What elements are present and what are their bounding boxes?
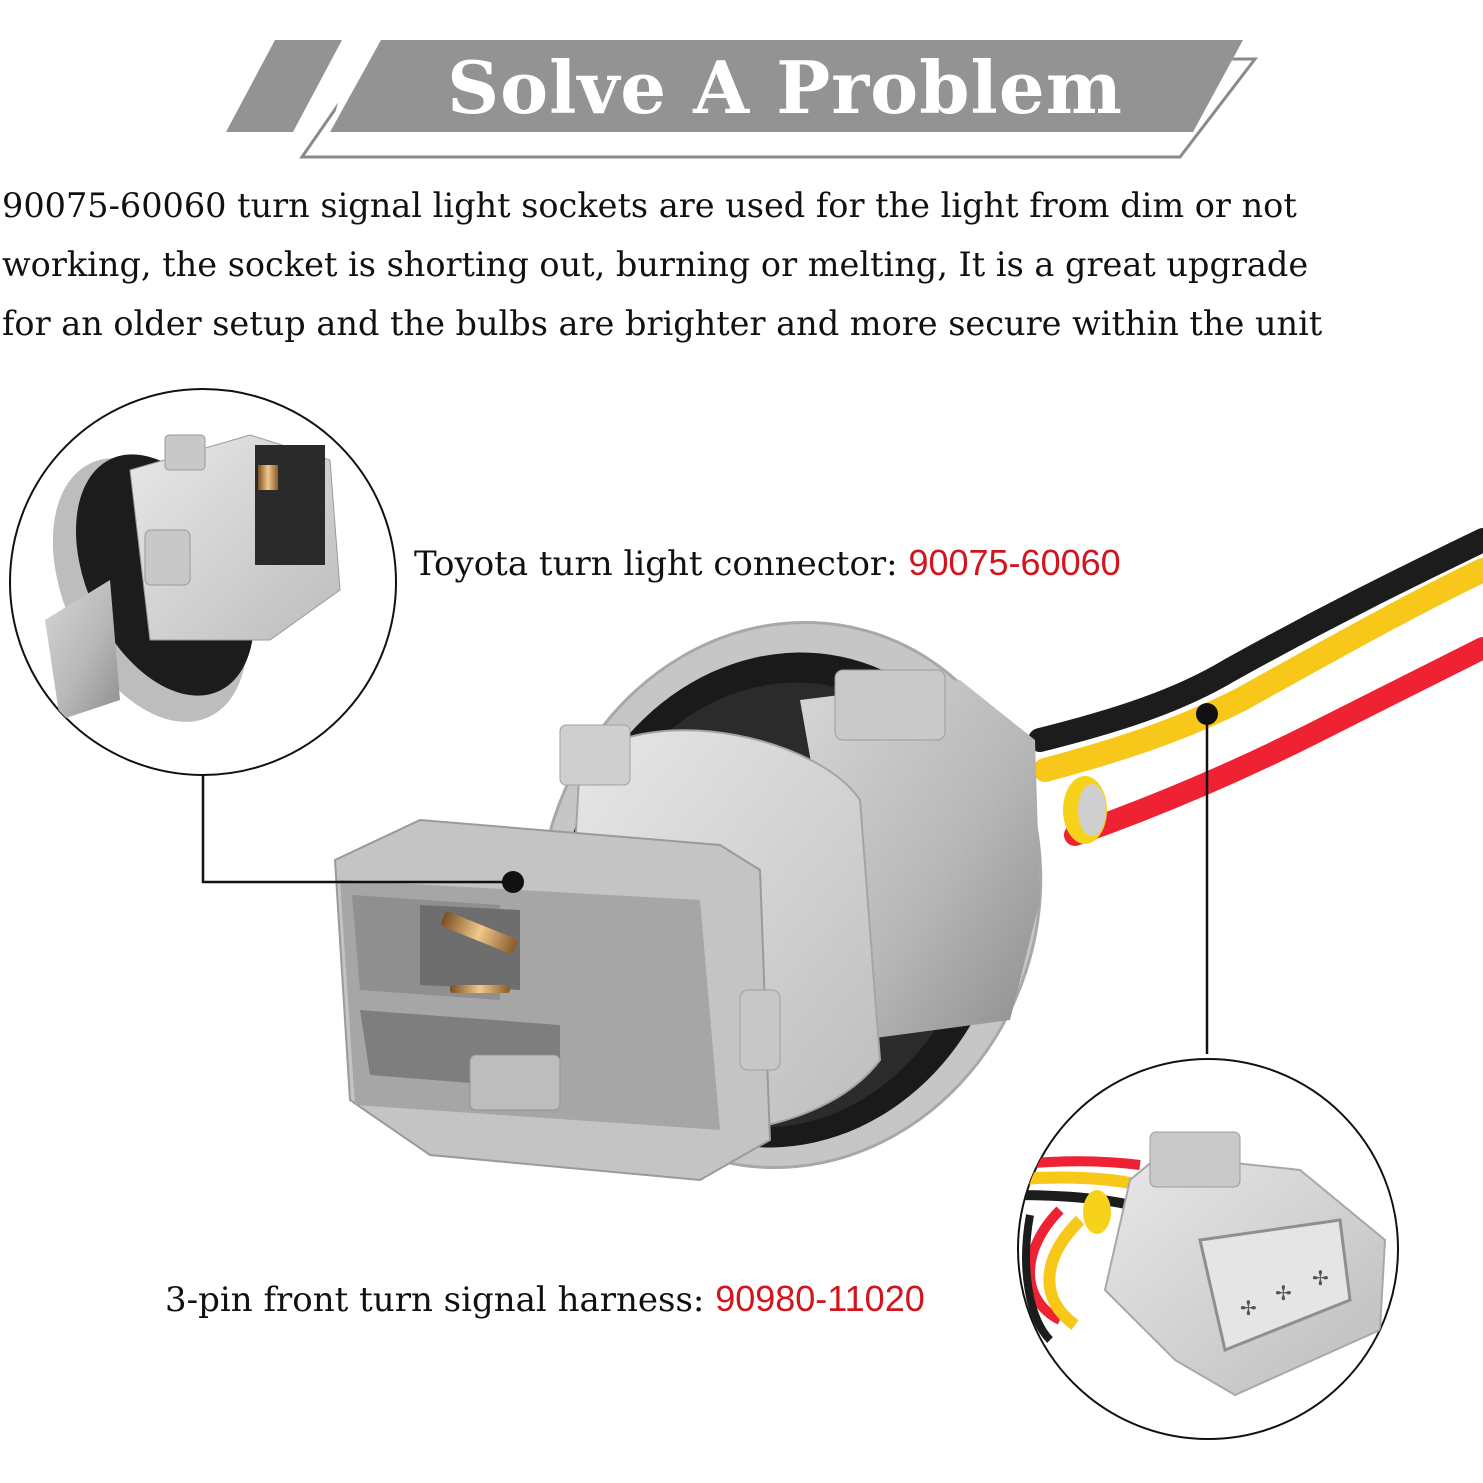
banner-shapes (226, 40, 1259, 159)
banner-accent-left (226, 40, 342, 132)
title-banner: Solve A Problem (0, 0, 1483, 170)
svg-text:✢: ✢ (1312, 1266, 1329, 1290)
leader-lines (201, 703, 1218, 1054)
banner-main (330, 40, 1243, 132)
detail-circle-socket (9, 388, 397, 776)
part-number-harness: 90980-11020 (715, 1278, 925, 1319)
callout-harness-label: 3-pin front turn signal harness: (165, 1280, 716, 1320)
callout-dot-socket (502, 871, 524, 893)
callout-dot-harness (1196, 703, 1218, 725)
callout-connector: Toyota turn light connector: 90075-60060 (414, 542, 1121, 584)
description-line: for an older setup and the bulbs are bri… (2, 304, 1323, 343)
description-line: 90075-60060 turn signal light sockets ar… (2, 186, 1297, 225)
description-line: working, the socket is shorting out, bur… (2, 245, 1309, 284)
detail-circle-harness: ✢ ✢ ✢ (1017, 1058, 1399, 1440)
product-description: 90075-60060 turn signal light sockets ar… (2, 176, 1482, 353)
svg-text:✢: ✢ (1240, 1296, 1257, 1320)
svg-text:✢: ✢ (1275, 1281, 1292, 1305)
page-title: Solve A Problem (447, 44, 1123, 130)
wire-bundle (1028, 528, 1483, 846)
callout-harness: 3-pin front turn signal harness: 90980-1… (165, 1278, 925, 1320)
main-socket-image (333, 620, 1107, 1182)
part-number-connector: 90075-60060 (908, 542, 1121, 583)
leader-line-socket (201, 775, 513, 884)
callout-connector-label: Toyota turn light connector: (414, 544, 909, 584)
